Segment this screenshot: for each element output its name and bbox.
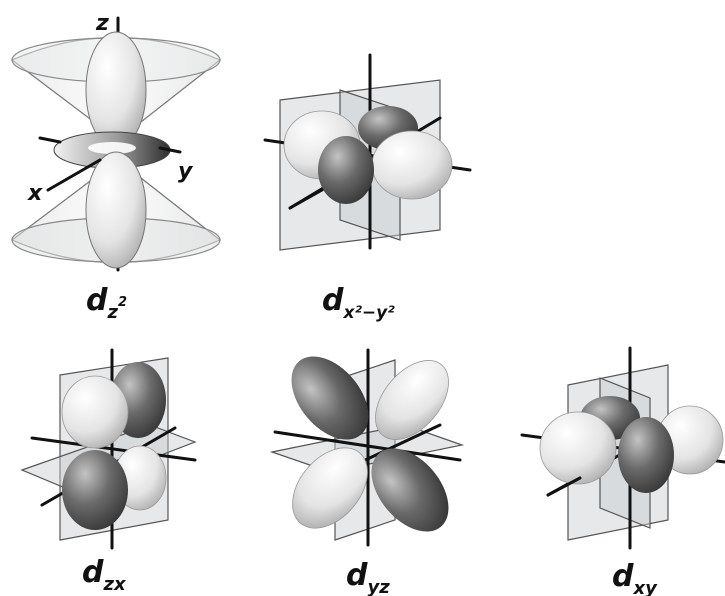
light-lobe-lower-left	[292, 447, 368, 529]
orbital-dz2: z x y dz2	[10, 11, 222, 323]
y-axis	[30, 436, 197, 462]
orbital-dxy: dxy	[520, 346, 725, 596]
orbital-label-dzx: dzx	[82, 555, 127, 595]
axis-label-z: z	[95, 11, 109, 36]
light-lobe-right	[371, 130, 453, 200]
orbital-label-dxy: dxy	[612, 559, 658, 596]
axis-label-y: y	[178, 159, 194, 184]
dark-lobe-lower-front	[62, 450, 128, 530]
light-lobe-left	[539, 411, 617, 485]
lower-lobe	[85, 151, 147, 269]
orbital-label-dz2: dz2	[86, 283, 127, 323]
dark-lobe-front	[618, 417, 674, 493]
dark-lobe-lower-right	[371, 448, 449, 532]
orbital-dyz: dyz	[269, 348, 465, 596]
orbital-dzx: dzx	[20, 348, 197, 595]
y-axis-right	[158, 146, 182, 154]
light-lobe-upper-right	[375, 360, 449, 440]
x-axis	[46, 158, 102, 192]
axis-label-x: x	[27, 181, 43, 206]
orbital-label-dx2-y2: dx²−y²	[322, 283, 395, 323]
orbital-label-dyz: dyz	[346, 558, 390, 596]
dark-lobe-front	[318, 136, 374, 204]
dark-lobe-upper-left	[291, 356, 369, 440]
orbital-dx2-y2: dx²−y²	[263, 53, 472, 323]
y-axis	[273, 430, 462, 462]
torus-hole	[88, 142, 136, 154]
x-axis-front	[288, 188, 324, 210]
x-axis-front	[546, 476, 582, 497]
upper-lobe	[85, 31, 147, 149]
light-lobe-upper-front	[61, 375, 129, 449]
y-axis-left	[38, 136, 62, 144]
